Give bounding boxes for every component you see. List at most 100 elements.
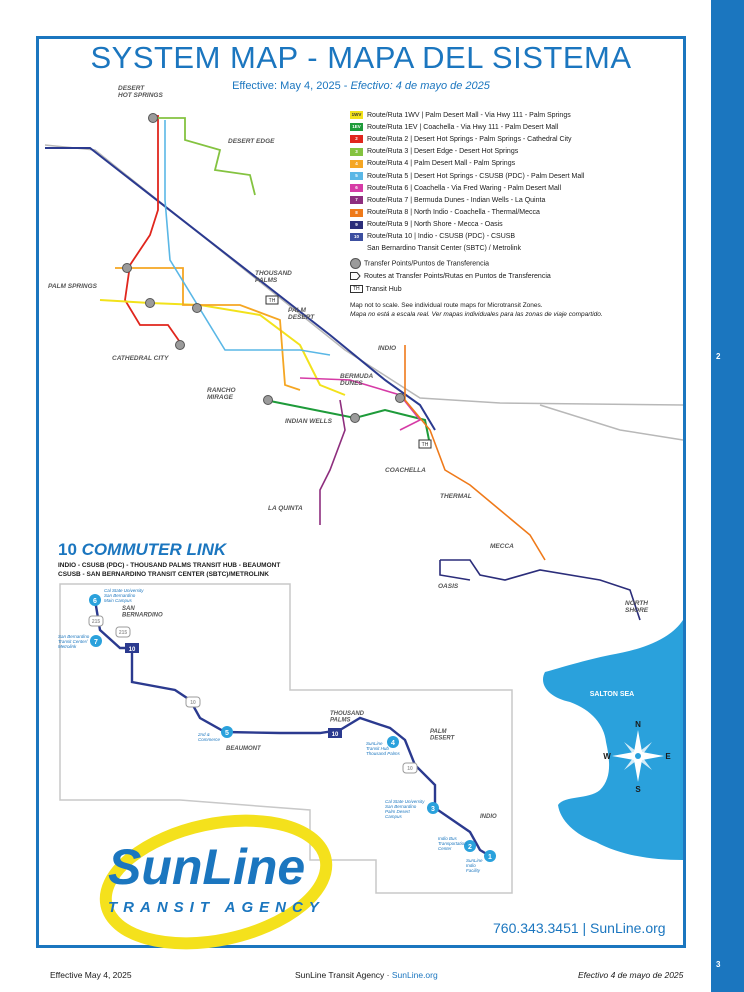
route-badge: 9	[350, 220, 363, 229]
stop-5-marker	[221, 726, 233, 738]
page-number-3: 3	[716, 960, 721, 969]
place-la-quinta: LA QUINTA	[268, 505, 303, 512]
legend-route10-continued: San Bernardino Transit Center (SBTC) / M…	[367, 245, 522, 252]
legend-routes-at-transfer-label: Routes at Transfer Points/Rutas en Punto…	[364, 272, 551, 280]
footer-effective: Effective May 4, 2025	[50, 970, 132, 980]
svg-text:10: 10	[129, 647, 136, 653]
route-label: Route/Ruta 9 | North Shore - Mecca - Oas…	[367, 221, 503, 229]
stop-2-number: 2	[468, 844, 472, 851]
commuter-place-indio: INDIO	[480, 814, 497, 820]
place-cathedral-city: CATHEDRAL CITY	[112, 355, 169, 362]
stop-2-marker	[464, 840, 476, 852]
stop-5-label: 2nd &Commerce	[197, 732, 221, 742]
footer-agency: SunLine Transit Agency · SunLine.org	[295, 970, 438, 980]
svg-text:TH: TH	[422, 442, 429, 448]
highway-road	[44, 144, 684, 406]
shield-10-a-label: 10	[190, 700, 196, 706]
commuter-line-1: INDIO - CSUSB (PDC) - THOUSAND PALMS TRA…	[58, 562, 281, 569]
effective-spanish: Efectivo: 4 de mayo de 2025	[350, 80, 490, 92]
shield-10-b-label: 10	[407, 766, 413, 772]
map-note: Map not to scale. See individual route m…	[350, 301, 670, 319]
legend-route-row: 9 Route/Ruta 9 | North Shore - Mecca - Oa…	[350, 219, 650, 231]
page-number-2: 2	[716, 352, 721, 361]
legend-route-row: 8 Route/Ruta 8 | North Indio - Coachella …	[350, 207, 650, 219]
stop-3-number: 3	[431, 806, 435, 813]
footer-efectivo: Efectivo 4 de mayo de 2025	[578, 970, 684, 980]
route-badge: 3	[350, 147, 363, 156]
logo-subtitle: TRANSIT AGENCY	[108, 899, 325, 916]
transfer-point-cathedral-city	[192, 303, 202, 313]
transfer-point-cathedral-south	[175, 340, 185, 350]
transfer-point-desert-hot-springs	[148, 113, 158, 123]
route-8-line	[404, 345, 546, 561]
footer-agency-text: SunLine Transit Agency ·	[295, 970, 392, 980]
route-10-badge-east: 10	[328, 728, 342, 738]
compass-n: N	[635, 720, 641, 729]
route-badge: 2	[350, 135, 363, 144]
svg-text:10: 10	[332, 732, 339, 738]
route-badge: 1EV	[350, 123, 363, 132]
route-label: Route/Ruta 2 | Desert Hot Springs - Palm…	[367, 135, 572, 143]
commuter-link-title: 10 COMMUTER LINK	[58, 540, 226, 560]
compass-s: S	[635, 785, 641, 794]
logo-wordmark: SunLine	[108, 839, 305, 895]
route-badge: 8	[350, 208, 363, 217]
commuter-title-text: COMMUTER LINK	[81, 540, 227, 559]
stop-1-number: 1	[488, 854, 492, 861]
place-desert-edge: DESERT EDGE	[228, 138, 275, 145]
route-3-line	[150, 117, 256, 196]
legend-routes-at-transfer: Routes at Transfer Points/Rutas en Punto…	[350, 272, 551, 280]
logo-swoosh	[99, 814, 333, 950]
commuter-line-2: CSUSB - SAN BERNARDINO TRANSIT CENTER (S…	[58, 570, 269, 578]
footer-website-link[interactable]: SunLine.org	[391, 970, 438, 980]
stop-5-number: 5	[225, 730, 229, 737]
place-indio: INDIO	[378, 345, 396, 352]
stop-7-number: 7	[94, 639, 98, 646]
shield-215-a	[88, 615, 104, 627]
place-palm-springs: PALM SPRINGS	[48, 283, 98, 290]
map-note-english: Map not to scale. See individual route m…	[350, 302, 543, 309]
route-label: Route/Ruta 1EV | Coachella - Via Hwy 111…	[367, 123, 559, 131]
route-label: Route/Ruta 6 | Coachella - Via Fred Wari…	[367, 184, 562, 192]
place-thermal: THERMAL	[440, 493, 472, 500]
legend-transfer-label: Transfer Points/Puntos de Transferencia	[364, 260, 490, 268]
transfer-point-palm-desert-mall	[263, 395, 273, 405]
route-label: Route/Ruta 8 | North Indio - Coachella -…	[367, 209, 540, 217]
transfer-point-palm-springs	[122, 263, 132, 273]
commuter-subtitle: INDIO - CSUSB (PDC) - THOUSAND PALMS TRA…	[58, 562, 280, 579]
sunline-logo: SunLine TRANSIT AGENCY	[99, 814, 333, 950]
shield-10-a	[185, 696, 201, 708]
svg-text:TH: TH	[269, 298, 276, 304]
stop-7-marker	[90, 635, 102, 647]
place-indian-wells: INDIAN WELLS	[285, 418, 333, 425]
transit-hub-indio-icon: TH	[418, 439, 432, 449]
salton-sea-shape	[542, 620, 683, 860]
stop-4-number: 4	[391, 740, 395, 747]
contact-phone[interactable]: 760.343.3451 | SunLine.org	[493, 920, 666, 936]
route-pointer-icon	[350, 272, 361, 280]
stop-6-number: 6	[93, 598, 97, 605]
transfer-point-icon	[350, 258, 361, 269]
shield-10-b	[402, 762, 418, 774]
route-label: Route/Ruta 1WV | Palm Desert Mall - Via …	[367, 111, 571, 119]
compass-rose-icon	[612, 730, 664, 782]
map-frame	[36, 36, 686, 948]
page-title: SYSTEM MAP - MAPA DEL SISTEMA	[90, 40, 632, 75]
